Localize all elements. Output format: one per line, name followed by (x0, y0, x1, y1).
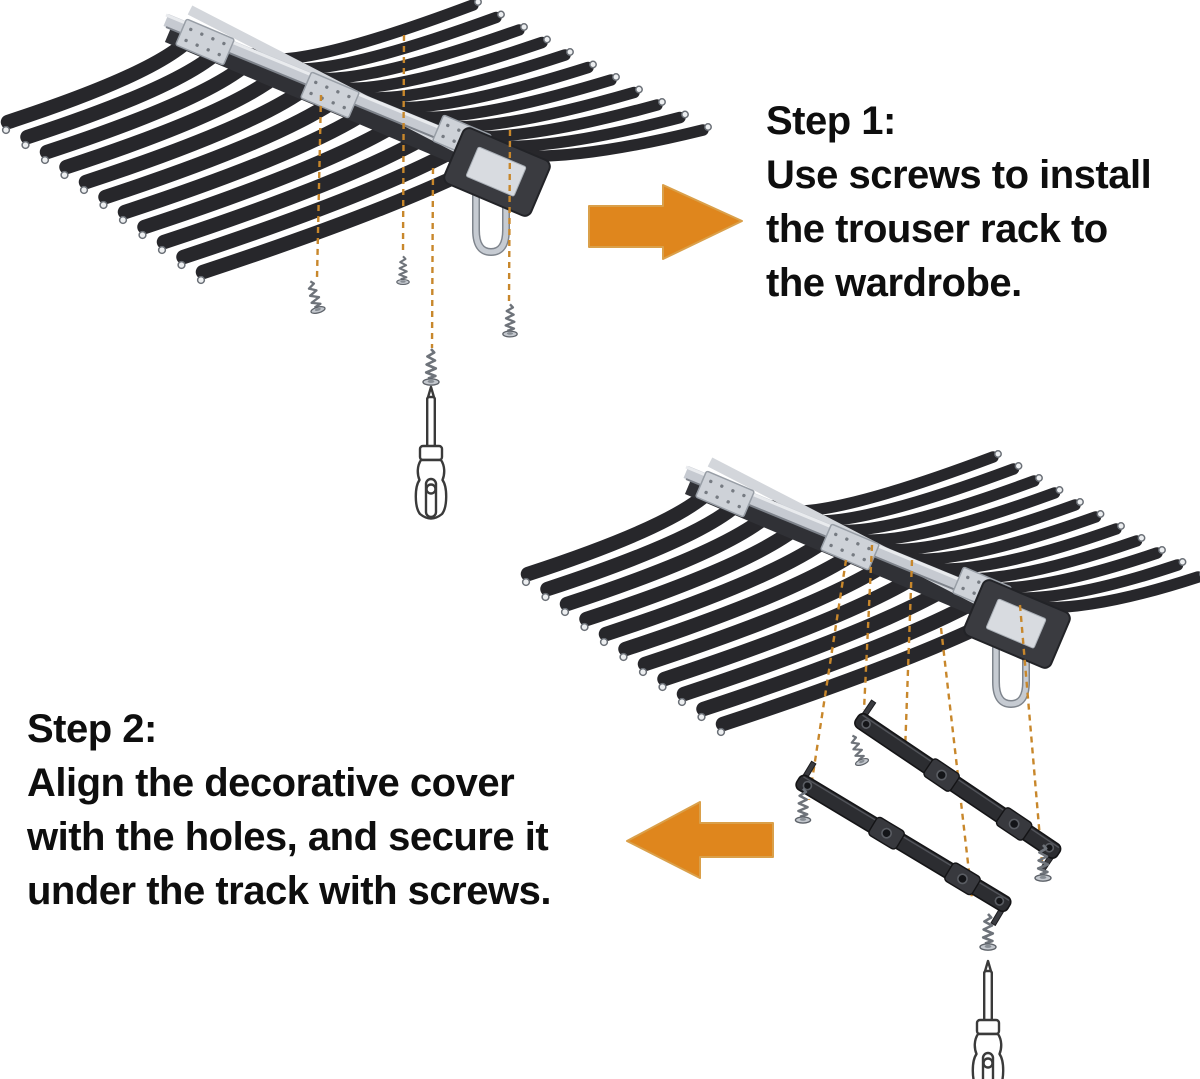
mounting-plate (695, 470, 755, 518)
step2-line: under the track with screws. (27, 869, 551, 913)
rack-front-cap (963, 579, 1071, 669)
step1-line: the wardrobe. (766, 261, 1022, 305)
alignment-dashed-line (862, 544, 874, 711)
arrow-right-icon (588, 184, 743, 260)
trouser-rack-bottom-illustration (520, 450, 1200, 737)
rack-pull-hook (472, 190, 510, 257)
step2-line: with the holes, and secure it (27, 815, 549, 859)
rack-pull-hook (992, 642, 1030, 709)
step2-line: Align the decorative cover (27, 761, 515, 805)
screw-icon (396, 255, 410, 286)
decorative-cover-strip (795, 760, 1012, 927)
screwdriver-icon (414, 385, 448, 520)
alignment-dashed-line (430, 167, 435, 349)
screw-icon (422, 348, 440, 386)
screw-icon (794, 787, 812, 824)
screw-icon (850, 734, 870, 767)
mounting-plate (175, 18, 235, 66)
screw-icon (1034, 844, 1052, 882)
step1-title: Step 1: (766, 99, 896, 143)
alignment-dashed-line (939, 627, 974, 899)
step2-title: Step 2: (27, 707, 157, 751)
step2-text-block: Step 2: Align the decorative cover with … (27, 702, 551, 918)
step1-line: the trouser rack to (766, 207, 1108, 251)
alignment-dashed-line (807, 559, 848, 801)
alignment-dashed-line (1018, 604, 1044, 863)
alignment-dashed-line (507, 129, 512, 303)
screwdriver-icon (971, 959, 1005, 1079)
step1-screws-and-screwdriver (307, 34, 518, 520)
step1-line: Use screws to install (766, 153, 1152, 197)
step1-text-block: Step 1: Use screws to install the trouse… (766, 94, 1152, 310)
step2-covers-screws-and-screwdriver (794, 544, 1062, 1079)
screw-icon (979, 913, 997, 951)
rack-arms (520, 450, 1200, 737)
mounting-plate (300, 71, 360, 119)
arrow-left-icon (626, 801, 774, 879)
alignment-dashed-line (401, 34, 406, 253)
screw-icon (502, 303, 518, 338)
alignment-dashed-line (315, 94, 323, 279)
mounting-plate (820, 523, 880, 571)
screw-icon (307, 280, 326, 314)
decorative-cover-strip (854, 699, 1062, 873)
